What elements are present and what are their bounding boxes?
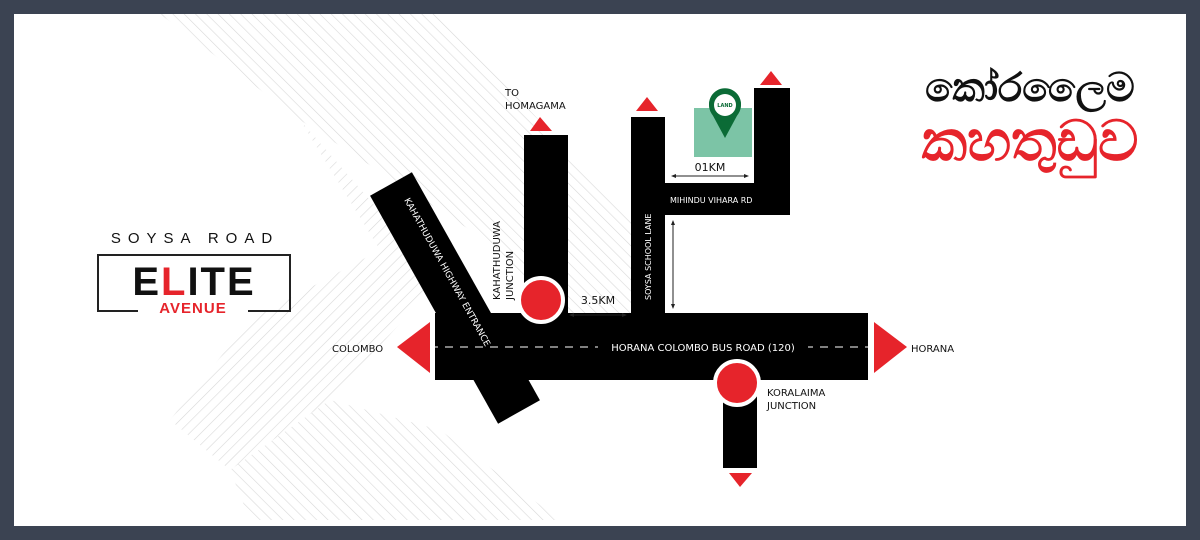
distance-01km: 01KM [695, 161, 726, 174]
koralaima-junction-marker [713, 359, 761, 407]
route-map: HORANA COLOMBO BUS ROAD (120) LAND 01KM … [160, 14, 954, 520]
distance-3-5km: 3.5KM [581, 294, 615, 307]
title-kahathuduwa: කහතුඩුව [921, 109, 1139, 172]
location-pin-icon [709, 88, 741, 138]
title-koralaima: කෝරලෛම [925, 66, 1135, 110]
main-road-label: HORANA COLOMBO BUS ROAD (120) [611, 343, 795, 354]
arrow-left-colombo-icon [397, 322, 430, 373]
arrow-right-horana-icon [874, 322, 907, 373]
roads [370, 88, 868, 468]
brand-sub: AVENUE [138, 301, 248, 317]
arrow-up-homagama-icon [530, 117, 552, 131]
brand-tagline: SOYSA ROAD [110, 230, 280, 247]
soysa-school-lane-label: SOYSA SCHOOL LANE [644, 214, 653, 301]
soysa-school-lane-road [631, 117, 665, 315]
horana-label: HORANA [911, 344, 954, 355]
brand-name: ELITE [132, 260, 256, 304]
land-access-road [754, 88, 790, 215]
kahathuduwa-junction-marker [517, 276, 565, 324]
arrow-up-land-icon [760, 71, 782, 85]
land-label: LAND [717, 103, 732, 109]
arrow-up-soysa-icon [636, 97, 658, 111]
arrow-down-koralaima-icon [729, 473, 752, 487]
highway-road [370, 172, 540, 424]
direction-arrows [397, 71, 907, 487]
distance-markers [571, 175, 747, 316]
mihindu-vihara-rd-label: MIHINDU VIHARA RD [670, 196, 752, 205]
colombo-label: COLOMBO [332, 344, 383, 355]
location-map-banner: HORANA COLOMBO BUS ROAD (120) LAND 01KM … [14, 14, 1186, 526]
